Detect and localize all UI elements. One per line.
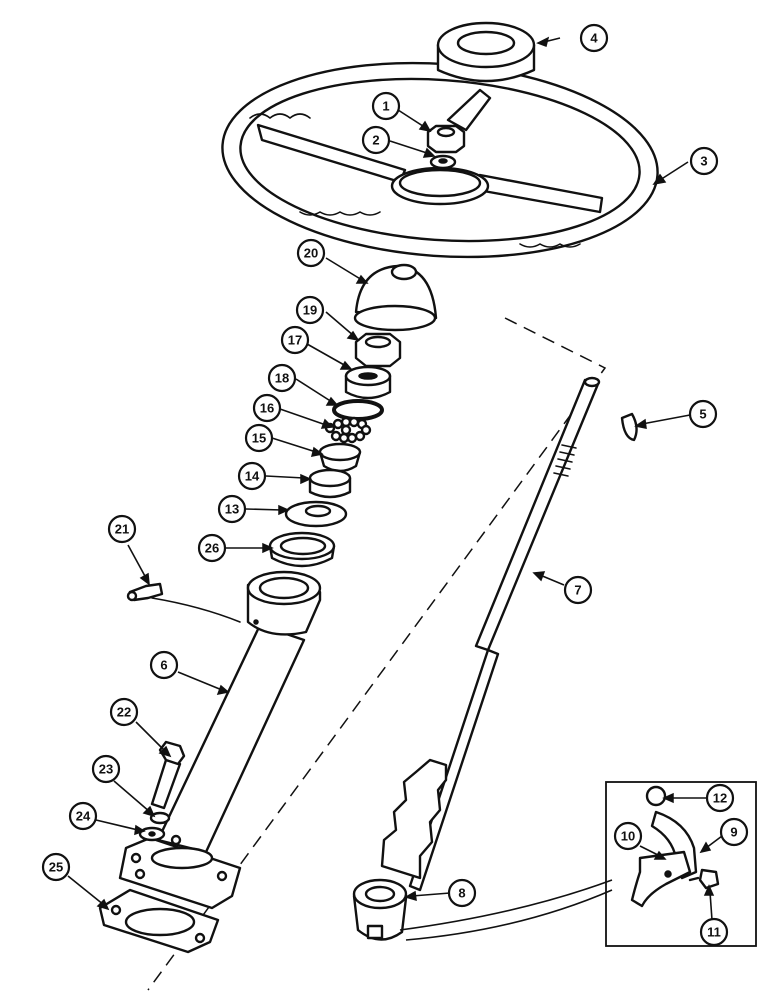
svg-text:14: 14 [245, 469, 260, 484]
callout-10: 10 [613, 821, 643, 851]
bearing-cone-upper [344, 365, 392, 400]
callout-5: 5 [688, 399, 718, 429]
steering-shaft [380, 376, 601, 892]
callout-8: 8 [447, 878, 477, 908]
o-ring [332, 399, 384, 421]
svg-text:12: 12 [713, 791, 727, 806]
callout-14: 14 [237, 461, 267, 491]
svg-text:3: 3 [700, 154, 707, 169]
horn-cap [436, 21, 536, 83]
svg-text:15: 15 [252, 431, 266, 446]
steering-wheel-washer [429, 154, 457, 170]
svg-text:18: 18 [275, 371, 289, 386]
bearing-retainer [284, 500, 348, 528]
dust-cap [353, 263, 438, 332]
ball-bearings [324, 416, 372, 444]
callout-4: 4 [579, 23, 609, 53]
callout-23: 23 [91, 754, 121, 784]
svg-text:17: 17 [288, 333, 302, 348]
grease-nipple [126, 582, 241, 623]
inset-leader [399, 879, 613, 931]
callout-20: 20 [296, 238, 326, 268]
column-tube [118, 570, 322, 910]
svg-text:24: 24 [76, 809, 91, 824]
callout-6: 6 [149, 650, 179, 680]
callout-9: 9 [719, 817, 749, 847]
callout-25: 25 [41, 852, 71, 882]
callout-17: 17 [280, 325, 310, 355]
svg-text:1: 1 [382, 99, 389, 114]
svg-text:26: 26 [205, 541, 219, 556]
woodruff-key [620, 412, 638, 442]
svg-text:23: 23 [99, 762, 113, 777]
steering-wheel-nut [426, 124, 466, 154]
svg-text:9: 9 [730, 825, 737, 840]
svg-text:5: 5 [699, 407, 706, 422]
flat-washer [138, 826, 166, 842]
svg-text:19: 19 [303, 303, 317, 318]
callout-13: 13 [217, 494, 247, 524]
callout-11: 11 [699, 917, 729, 947]
bearing-cone-lower [308, 468, 352, 499]
callout-16: 16 [252, 393, 282, 423]
svg-text:21: 21 [115, 522, 129, 537]
callout-7: 7 [563, 575, 593, 605]
svg-text:11: 11 [707, 925, 721, 940]
column-seal [268, 531, 336, 568]
callout-1: 1 [371, 91, 401, 121]
assembly-dashed-line [147, 317, 607, 991]
clamp-ball [645, 785, 667, 807]
svg-text:4: 4 [590, 31, 598, 46]
svg-text:16: 16 [260, 401, 274, 416]
callout-24: 24 [68, 801, 98, 831]
callout-21: 21 [107, 514, 137, 544]
callout-2: 2 [361, 125, 391, 155]
svg-text:20: 20 [304, 246, 318, 261]
svg-text:6: 6 [160, 658, 167, 673]
clamp-plate [630, 850, 692, 908]
shaft-coupling [352, 878, 408, 941]
callout-26: 26 [197, 533, 227, 563]
svg-text:13: 13 [225, 502, 239, 517]
svg-text:7: 7 [574, 583, 581, 598]
svg-text:2: 2 [372, 133, 379, 148]
callout-15: 15 [244, 423, 274, 453]
clamp-inset [605, 781, 757, 947]
callout-3: 3 [689, 146, 719, 176]
flange-gasket [98, 888, 220, 954]
callout-18: 18 [267, 363, 297, 393]
bearing-cup [318, 442, 362, 473]
svg-text:10: 10 [621, 829, 635, 844]
svg-text:8: 8 [458, 886, 465, 901]
callout-19: 19 [295, 295, 325, 325]
callout-22: 22 [109, 697, 139, 727]
svg-text:25: 25 [49, 860, 63, 875]
bearing-nut [354, 332, 402, 368]
svg-text:22: 22 [117, 705, 131, 720]
clamp-bolt [688, 868, 720, 890]
lock-washer [149, 811, 171, 825]
callout-12: 12 [705, 783, 735, 813]
callout-leaders [67, 36, 723, 921]
